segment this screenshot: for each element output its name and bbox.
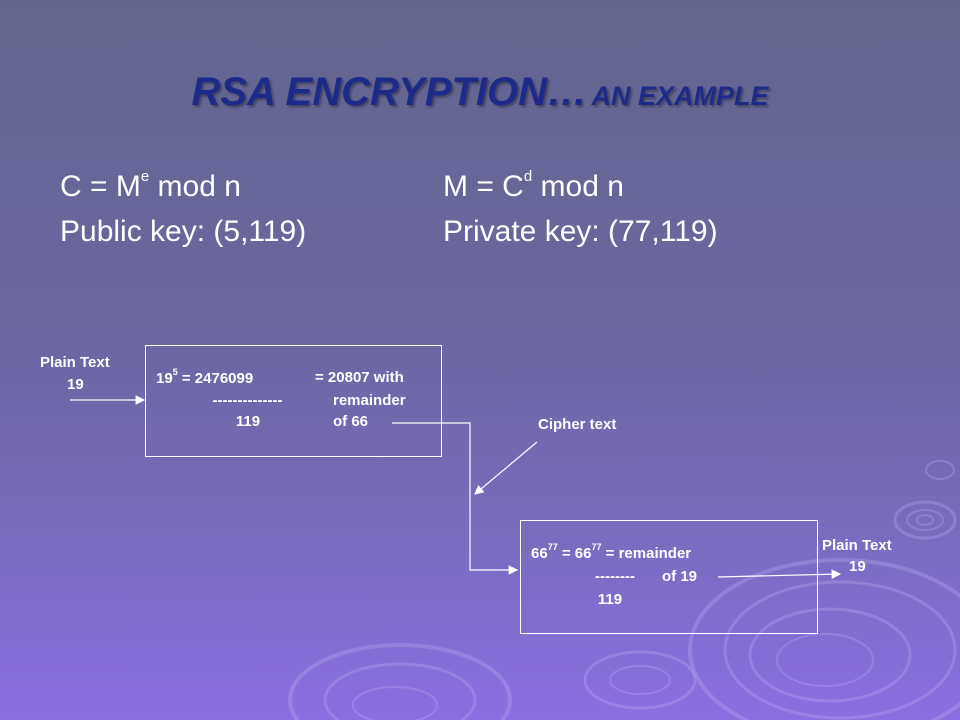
encrypt-divider: -------------- [212,392,283,409]
decrypt-divider: -------- [595,568,635,585]
slide-title: RSA ENCRYPTION… AN EXAMPLE [0,70,960,115]
decrypt-formula-base: M = C [443,170,524,203]
encrypt-exponent: 5 [172,367,178,377]
decrypt-remainder-word: = remainder [601,545,692,562]
decrypt-divisor: 119 [597,591,623,608]
encrypt-remainder-value: of 66 [333,413,369,430]
decrypt-remainder-value: of 19 [662,568,698,585]
cipher-text-label: Cipher text [538,416,617,433]
output-plaintext-label: Plain Text [822,537,892,554]
encrypt-formula-mod: mod n [149,170,241,203]
output-plaintext-value: 19 [849,558,866,575]
public-key: Public key: (5,119) [60,215,307,248]
input-plaintext-value: 19 [67,376,84,393]
decryption-box [520,520,818,634]
decrypt-base: 66 [531,545,548,562]
input-plaintext-label: Plain Text [40,354,110,371]
decrypt-exponent-1: 77 [547,542,558,552]
encrypt-formula-base: C = M [60,170,141,203]
decrypt-formula: M = Cd mod n [443,168,624,204]
private-key: Private key: (77,119) [443,215,718,248]
output-arrow [717,569,842,580]
decrypt-line-1: 6677 = 6677 = remainder [531,542,692,562]
encrypt-divisor: 119 [235,413,261,430]
title-sub: AN EXAMPLE [591,81,769,111]
encrypt-line-1: 195 = 2476099 [156,367,254,387]
encryption-box [145,345,442,457]
encrypt-base: 19 [156,370,173,387]
title-main: RSA ENCRYPTION… [191,70,588,114]
encrypt-power-result: = 2476099 [177,370,254,387]
encrypt-remainder-word: remainder [333,392,406,409]
encrypt-formula-exponent: e [140,168,150,185]
cipher-text-pointer [474,441,538,495]
decrypt-equals-base: = 66 [557,545,592,562]
encrypt-quotient: = 20807 with [315,369,404,386]
encrypt-to-decrypt-arrow [392,422,519,575]
decrypt-formula-exponent: d [523,168,533,185]
encrypt-formula: C = Me mod n [60,168,241,204]
decrypt-formula-mod: mod n [532,170,624,203]
decrypt-exponent-2: 77 [591,542,602,552]
